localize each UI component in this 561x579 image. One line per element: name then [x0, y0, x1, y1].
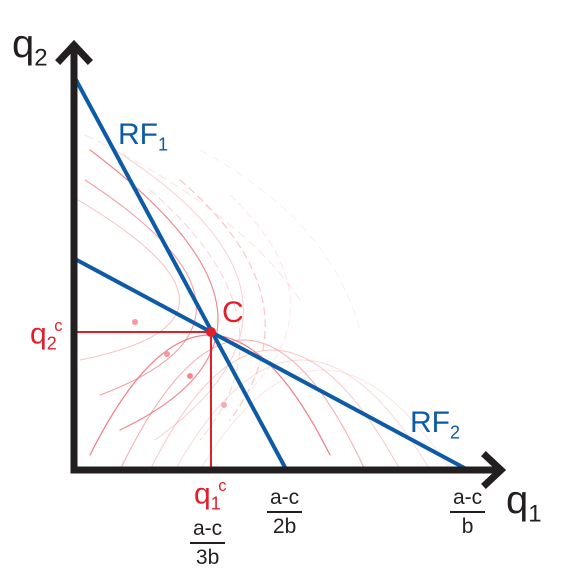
- tick-denominator: b: [461, 515, 474, 538]
- iso-profit-firm2-curve-1: [89, 149, 219, 431]
- x-axis-label: q1: [506, 478, 542, 528]
- equilibrium-guides: [75, 331, 212, 470]
- iso-profit-firm1-curve-5: [199, 369, 451, 471]
- iso-profit-firm2-curve-3: [77, 199, 180, 361]
- iso-profit-firm1-curve-2: [119, 339, 366, 471]
- tick-label-a-c-over-2b: a-c 2b: [267, 487, 303, 538]
- q2c-label: q2c: [30, 317, 63, 354]
- equilibrium-point: [206, 327, 216, 337]
- tangency-dot-1: [132, 319, 138, 325]
- tick-denominator: 2b: [272, 515, 297, 538]
- y-axis-arrowhead: [55, 39, 93, 65]
- iso-profit-firm2-curve-5: [179, 179, 266, 421]
- iso-profit-firm2-curve-8: [84, 134, 301, 301]
- x-axis-arrowhead: [481, 451, 507, 489]
- tick-denominator: 3b: [195, 546, 220, 569]
- tangency-dot-4: [221, 402, 227, 408]
- iso-profit-firm2-curve-9: [199, 149, 361, 331]
- tick-label-a-c-over-3b: a-c 3b: [190, 518, 226, 569]
- rf2-line: [74, 257, 471, 473]
- iso-profit-firm2-curve-7: [229, 194, 291, 391]
- y-axis-label: q2: [12, 22, 48, 72]
- tick-label-a-c-over-b: a-c b: [450, 487, 486, 538]
- iso-profit-firm1-curve-4: [174, 359, 431, 471]
- tick-numerator: a-c: [450, 487, 486, 513]
- tick-numerator: a-c: [267, 487, 303, 513]
- tick-numerator: a-c: [190, 518, 226, 544]
- rf1-line: [73, 77, 289, 472]
- iso-profit-firm2-curve-4: [114, 149, 244, 441]
- tangency-dot-3: [187, 373, 193, 379]
- iso-profit-firm2-curve-6: [149, 189, 241, 441]
- iso-profit-curves: [77, 134, 451, 471]
- rf2-label: RF2: [410, 406, 461, 443]
- rf1-label: RF1: [118, 118, 169, 155]
- iso-profit-firm2-curve-2: [84, 179, 197, 396]
- axes: [55, 39, 507, 489]
- tangency-dot-2: [164, 351, 170, 357]
- equilibrium-label: C: [222, 296, 244, 329]
- q1c-label: q1c: [194, 477, 227, 514]
